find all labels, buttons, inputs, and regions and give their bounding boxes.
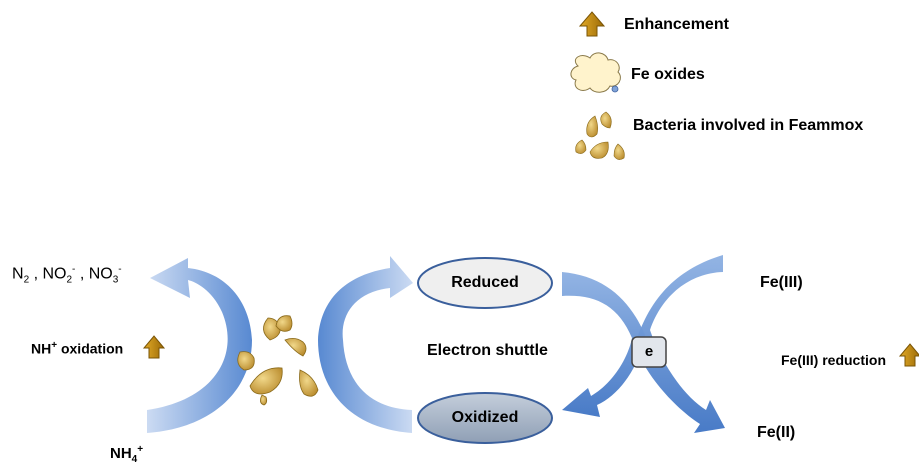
nh4-oxidation-label: NH+ oxidation	[31, 340, 124, 357]
shuttle-reduction-arrow	[318, 256, 413, 433]
electron-box	[631, 336, 667, 368]
legend-enhancement: Enhancement	[624, 16, 729, 33]
fe3-reduction-label: Fe(III) reduction	[781, 352, 886, 368]
nitrogen-products: N2 , NO2- , NO3-	[12, 264, 122, 286]
electron-label: e	[644, 343, 654, 360]
reduced-label: Reduced	[451, 274, 519, 291]
oxidized-ellipse	[417, 392, 553, 444]
electron-shuttle-label: Electron shuttle	[427, 342, 548, 359]
fe-oxides-icon	[570, 52, 621, 93]
oxidized-label: Oxidized	[451, 409, 519, 426]
nitrogen-oxidation-arrow	[147, 258, 252, 433]
reduction-enhancement-icon	[898, 343, 919, 367]
iron-reduction-arrow	[635, 255, 725, 433]
nh4-reactant-label: NH4+	[110, 444, 144, 465]
fe3-label: Fe(III)	[760, 274, 803, 291]
fe2-label: Fe(II)	[757, 424, 796, 441]
legend-fe-oxides: Fe oxides	[631, 66, 705, 83]
bacteria-cluster-icon	[237, 315, 319, 406]
enhancement-arrow-icon	[578, 11, 606, 37]
shuttle-oxidation-arrow	[562, 272, 645, 417]
reduced-ellipse	[417, 257, 553, 309]
oxidation-enhancement-icon	[142, 335, 166, 359]
legend-bacteria: Bacteria involved in Feammox	[633, 117, 864, 134]
bacteria-icon	[575, 111, 625, 160]
